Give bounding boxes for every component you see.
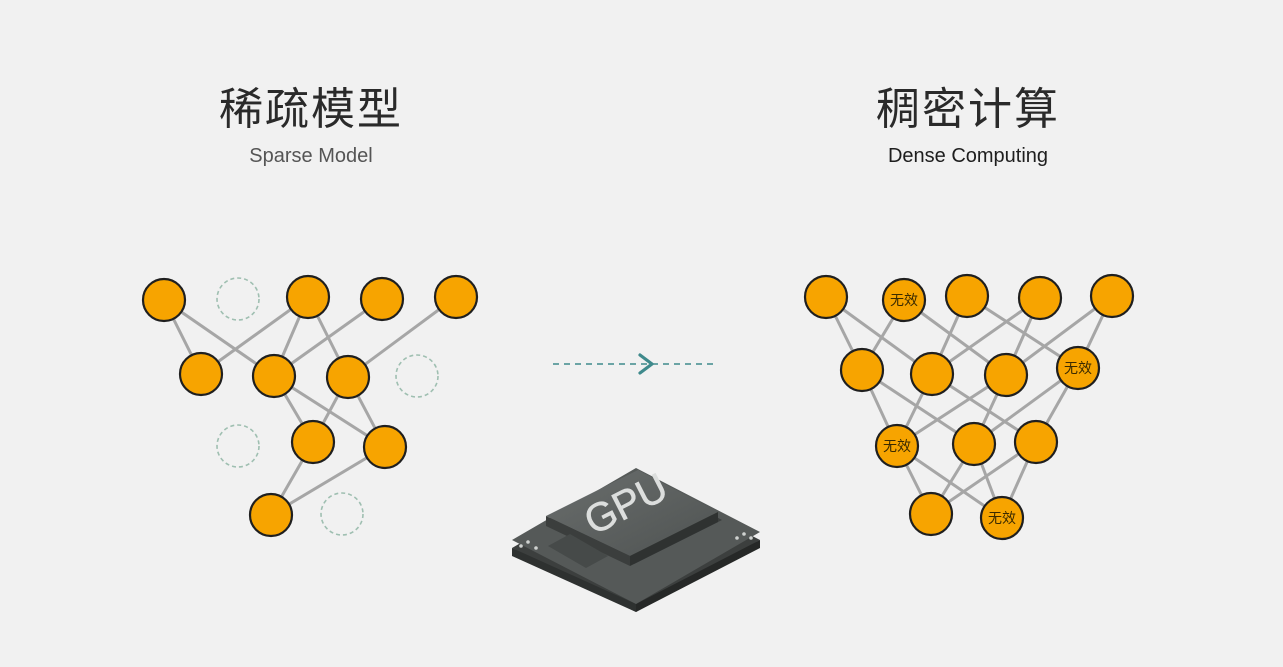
invalid-node-label: 无效 xyxy=(988,511,1016,527)
sparse-node xyxy=(141,277,187,323)
dense-computing-title-zh: 稠密计算 xyxy=(876,84,1060,135)
dense-node-invalid xyxy=(881,277,927,323)
invalid-node-label: 无效 xyxy=(883,439,911,455)
dense-node-invalid xyxy=(1055,345,1101,391)
sparse-model-title: 稀疏模型 Sparse Model xyxy=(131,82,491,170)
chip-pins xyxy=(519,532,753,550)
sparse-node xyxy=(433,274,479,320)
sparse-node xyxy=(248,492,294,538)
sparse-node xyxy=(178,351,224,397)
sparse-pruned-node xyxy=(216,277,260,321)
dense-node xyxy=(908,491,954,537)
dense-node xyxy=(983,352,1029,398)
sparse-node xyxy=(362,424,408,470)
dense-node xyxy=(1013,419,1059,465)
sparse-edges xyxy=(162,295,457,517)
dense-node xyxy=(951,421,997,467)
dense-computing-title-en: Dense Computing xyxy=(887,145,1049,167)
invalid-node-label: 无效 xyxy=(1064,361,1092,377)
sparse-node xyxy=(290,419,336,465)
sparse-pruned-node xyxy=(216,424,260,468)
dense-computing-title: 稠密计算 Dense Computing xyxy=(788,82,1148,170)
dense-network: 无效 无效 无效 无效 xyxy=(803,273,1135,541)
dense-nodes xyxy=(803,273,1135,541)
dense-node xyxy=(1089,273,1135,319)
transition-arrow xyxy=(553,353,718,375)
dense-node xyxy=(839,347,885,393)
dense-edges xyxy=(824,294,1114,520)
sparse-pruned-node xyxy=(395,354,439,398)
sparse-node xyxy=(285,274,331,320)
dense-node xyxy=(909,351,955,397)
sparse-pruned-node xyxy=(320,492,364,536)
dense-node xyxy=(1017,275,1063,321)
sparse-nodes xyxy=(141,274,479,538)
sparse-node xyxy=(251,353,297,399)
sparse-network xyxy=(141,274,479,538)
dense-node xyxy=(803,274,849,320)
sparse-model-title-en: Sparse Model xyxy=(249,145,373,167)
dense-node-invalid xyxy=(979,495,1025,541)
sparse-node xyxy=(325,354,371,400)
sparse-model-title-zh: 稀疏模型 xyxy=(219,84,403,135)
sparse-node xyxy=(359,276,405,322)
invalid-labels: 无效 无效 无效 无效 xyxy=(883,293,1092,527)
gpu-chip-icon: GPU xyxy=(512,465,760,612)
invalid-node-label: 无效 xyxy=(890,293,918,309)
dense-node-invalid xyxy=(874,423,920,469)
dense-node xyxy=(944,273,990,319)
